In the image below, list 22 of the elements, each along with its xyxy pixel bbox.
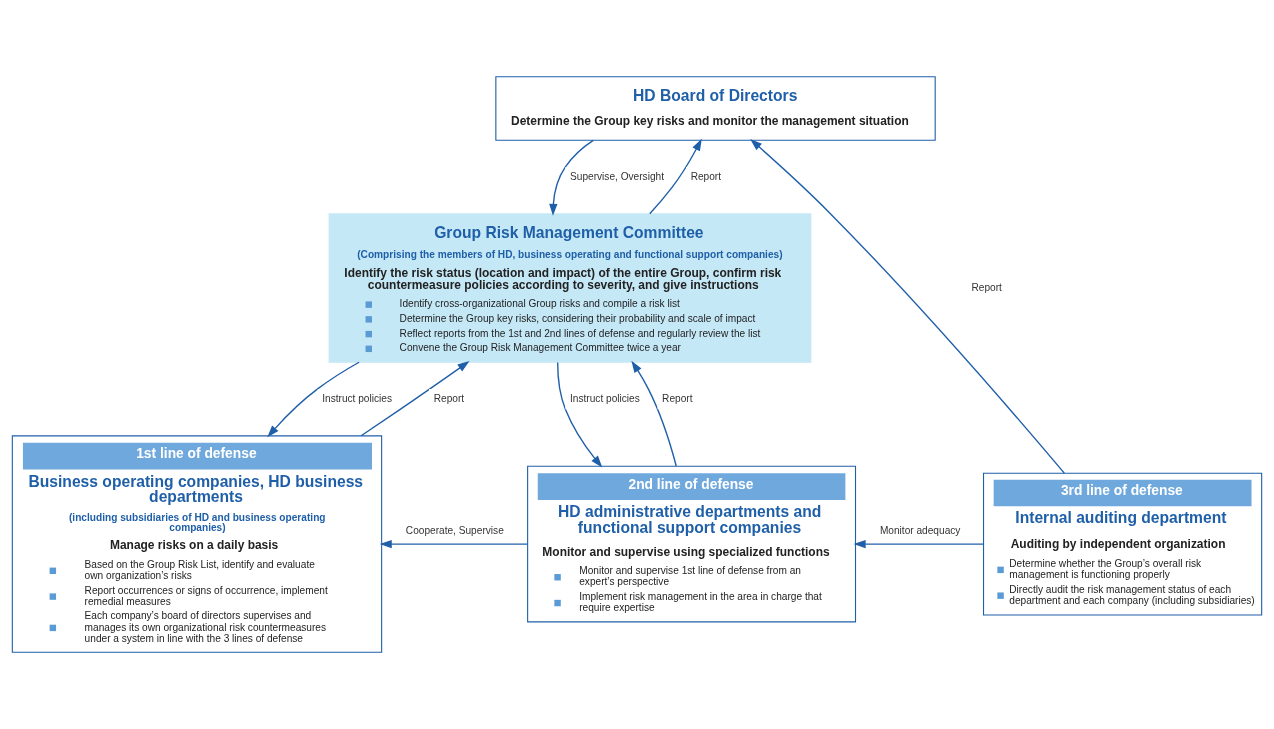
node-box: 1st line of defense Business operating companies, HD business departments (including subsidiaries of HD and business operating companies) Manage risks on a daily basis Based on the Group Risk List, identify and evaluate own organization’s risks Report occurrences or signs of occurrence, implement remedial measures Each company’s board of directors supervises and manages its own organizational risk countermeasures under a system in line with the 3 lines of defense xyxy=(11,435,383,653)
arrow xyxy=(631,360,677,467)
node-box: 2nd line of defense HD administrative departments and functional support companies Monitor and supervise using specialized functions Monitor and supervise 1st line of defense from an expert’s perspective Implement risk management in the area in charge that require expertise xyxy=(527,465,857,623)
edge-label: Instruct policies xyxy=(322,392,393,404)
arrow xyxy=(649,138,702,215)
arrow xyxy=(750,139,1065,474)
arrow xyxy=(853,539,985,549)
edge-label: Supervise, Oversight xyxy=(570,170,664,182)
node-box: HD Board of Directors Determine the Group key risks and monitor the management situation xyxy=(495,76,936,141)
arrow xyxy=(549,139,594,216)
arrow xyxy=(557,361,603,468)
edge-label: Report xyxy=(662,392,693,404)
edge-label: Report xyxy=(690,170,722,182)
edge-label: Cooperate, Supervise xyxy=(405,524,504,536)
arrow xyxy=(267,361,360,438)
node-box: Group Risk Management Committee (Comprising the members of HD, business operating and functional support companies) Identify the risk status (location and impact) of the entire Group, confirm risk countermeasure policies according to severity, and give instructions Identify cross-organizational Group risks and compile a risk list Determine the Group key risks, considering their probability and scale of impact Reflect reports from the 1st and 2nd lines of defense and regularly review the list Convene the Group Risk Management Committee twice a year xyxy=(328,213,812,363)
arrow xyxy=(379,539,528,549)
edge-label: Report xyxy=(433,392,465,404)
edge-label: Report xyxy=(971,281,1002,293)
edge-label: Instruct policies xyxy=(570,392,640,404)
node-box: 3rd line of defense Internal auditing department Auditing by independent organization Determine whether the Group’s overall risk management is functioning properly Directly audit the risk management status of each department and each company (including subsidiaries) xyxy=(982,472,1263,616)
edge-label: Monitor adequacy xyxy=(879,524,961,536)
